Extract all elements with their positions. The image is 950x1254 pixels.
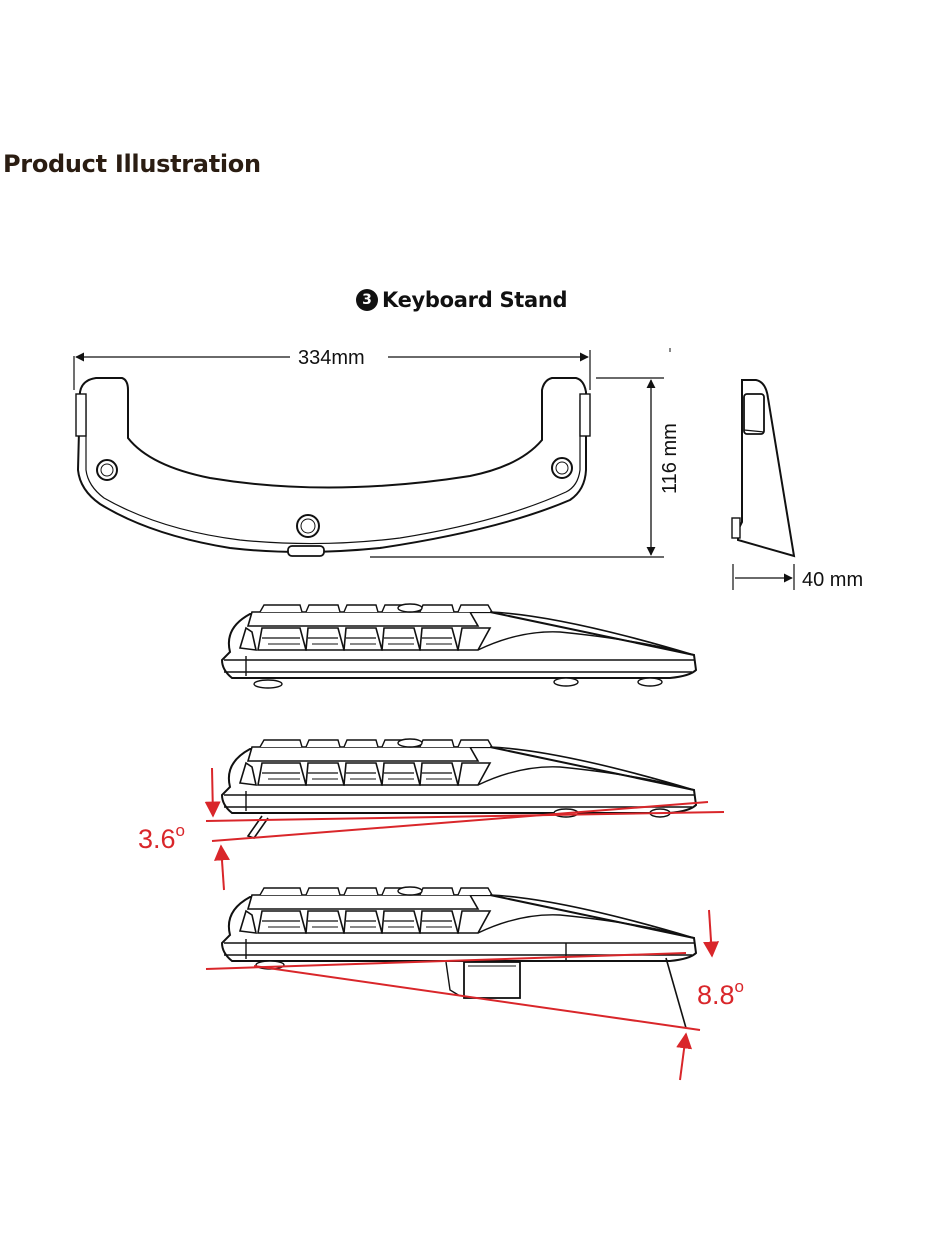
high-tilt-stand (256, 958, 686, 1028)
keyboard-low-tilt-view (222, 739, 696, 817)
low-tilt-indicator (206, 768, 724, 890)
stand-front-view (74, 348, 670, 557)
width-dimension-label: 334mm (298, 347, 365, 369)
high-tilt-indicator (206, 910, 712, 1080)
high-tilt-angle-label: 8.8o (697, 977, 744, 1010)
depth-dimension-label: 40 mm (802, 569, 863, 591)
keyboard-high-tilt-view (222, 887, 696, 961)
stand-side-view (732, 380, 794, 590)
low-tilt-angle-label: 3.6o (138, 821, 185, 854)
keyboard-flat-view (222, 604, 696, 688)
height-dimension-label: 116 mm (659, 423, 681, 494)
